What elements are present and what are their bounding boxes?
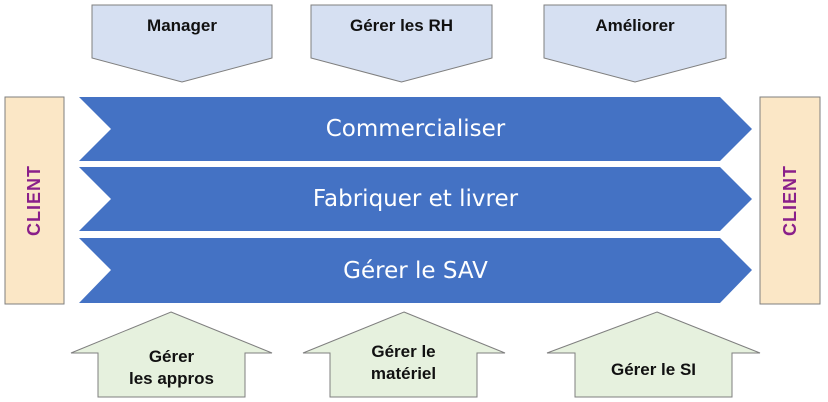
client-right-label: CLIENT	[779, 165, 800, 236]
support-process-appros-line2: les appros	[128, 369, 215, 388]
client-right-box	[759, 96, 821, 305]
management-process-ameliorer-shape	[543, 4, 727, 83]
support-process-appros-line1: Gérer	[148, 347, 195, 366]
management-process-ameliorer-label: Améliorer	[595, 16, 675, 35]
support-process-materiel-line2: matériel	[370, 364, 437, 383]
support-process-appros-label: Gérer les appros	[98, 340, 245, 396]
support-process-si-line1: Gérer le SI	[610, 360, 697, 379]
management-process-manager-shape	[91, 4, 273, 83]
core-process-fabriquer-shape	[79, 167, 752, 231]
support-process-materiel-line1: Gérer le	[371, 342, 436, 361]
support-process-si-label: Gérer le SI	[575, 354, 732, 386]
core-process-sav-shape	[79, 238, 752, 303]
management-process-rh-label: Gérer les RH	[350, 16, 453, 35]
support-process-appros-shape	[70, 311, 273, 398]
client-left-box	[4, 96, 65, 305]
core-process-fabriquer-label: Fabriquer et livrer	[312, 186, 519, 212]
client-left: CLIENT	[5, 97, 64, 304]
support-process-si-shape	[546, 311, 761, 398]
core-process-commercialiser-label: Commercialiser	[325, 116, 506, 142]
support-process-materiel-shape	[302, 311, 506, 398]
support-process-materiel-label: Gérer le matériel	[330, 335, 477, 391]
management-process-rh-shape	[310, 4, 493, 83]
core-process-sav-label: Gérer le SAV	[343, 257, 488, 284]
management-process-manager-label: Manager	[147, 16, 217, 35]
core-process-commercialiser-shape	[79, 97, 752, 161]
client-right: CLIENT	[760, 97, 820, 304]
client-left-label: CLIENT	[24, 165, 44, 236]
